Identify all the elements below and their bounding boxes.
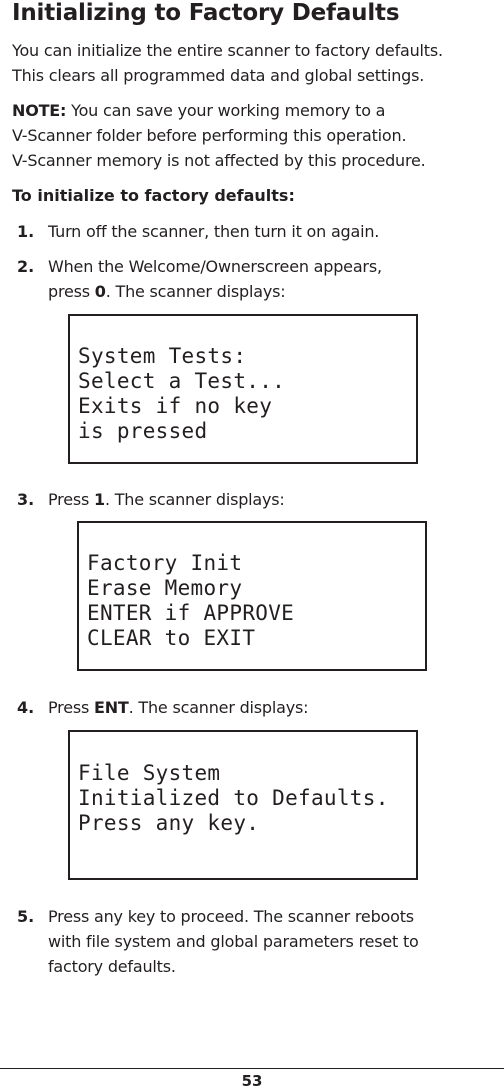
step-text: Press any key to proceed. The scanner re… (48, 904, 468, 979)
display-line: Exits if no key (78, 394, 273, 418)
step-number: 5. (17, 907, 35, 926)
scanner-display-file-system: File System Initialized to Defaults. Pre… (68, 730, 418, 880)
display-line: Press any key. (78, 811, 260, 835)
display-line: Select a Test... (78, 369, 286, 393)
footer-rule (0, 1068, 504, 1069)
display-line: Factory Init (87, 551, 243, 575)
intro-line: You can initialize the entire scanner to… (12, 41, 443, 60)
step-text-line: Press any key to proceed. The scanner re… (48, 907, 414, 926)
step-number: 2. (17, 257, 35, 276)
note-label: NOTE: (12, 101, 67, 120)
step-text-line: . The scanner displays: (104, 490, 285, 509)
step-text: Press 1. The scanner displays: (48, 487, 468, 512)
display-line: File System (78, 761, 221, 785)
step-text-line: factory defaults. (48, 957, 176, 976)
key-label: 0 (94, 282, 106, 301)
intro-line: This clears all programmed data and glob… (12, 66, 425, 85)
key-label: 1 (94, 490, 105, 509)
step-text: Press ENT. The scanner displays: (48, 695, 468, 720)
step-text-line: press (48, 282, 95, 301)
intro-paragraph: You can initialize the entire scanner to… (12, 38, 482, 88)
display-line: System Tests: (78, 344, 247, 368)
display-line: ENTER if APPROVE (87, 601, 295, 625)
key-label: ENT (94, 698, 129, 717)
scanner-display-system-tests: System Tests: Select a Test... Exits if … (68, 314, 418, 464)
step-text-line: Turn off the scanner, then turn it on ag… (48, 222, 380, 241)
step-text-line: When the Welcome/Ownerscreen appears, (48, 257, 382, 276)
display-line: is pressed (78, 419, 208, 443)
note-line: V-Scanner folder before performing this … (12, 126, 407, 145)
page-number: 53 (241, 1072, 263, 1090)
scanner-display-factory-init: Factory Init Erase Memory ENTER if APPRO… (77, 521, 427, 671)
step-number: 3. (17, 490, 35, 509)
step-number: 4. (17, 698, 35, 717)
step-text-line: with file system and global parameters r… (48, 932, 419, 951)
display-line: Initialized to Defaults. (78, 786, 389, 810)
display-line: CLEAR to EXIT (87, 626, 256, 650)
step-number: 1. (17, 222, 35, 241)
display-line: Erase Memory (87, 576, 243, 600)
step-text: When the Welcome/Ownerscreen appears, pr… (48, 254, 468, 304)
procedure-heading: To initialize to factory defaults: (12, 186, 295, 205)
step-text-line: . The scanner displays: (128, 698, 309, 717)
page-title: Initializing to Factory Defaults (12, 0, 400, 26)
step-text-line: . The scanner displays: (105, 282, 286, 301)
step-text-line: Press (48, 490, 94, 509)
note-line: You can save your working memory to a (66, 101, 386, 120)
step-text: Turn off the scanner, then turn it on ag… (48, 219, 468, 244)
step-text-line: Press (48, 698, 94, 717)
note-paragraph: NOTE: You can save your working memory t… (12, 98, 482, 173)
note-line: V-Scanner memory is not affected by this… (12, 151, 426, 170)
